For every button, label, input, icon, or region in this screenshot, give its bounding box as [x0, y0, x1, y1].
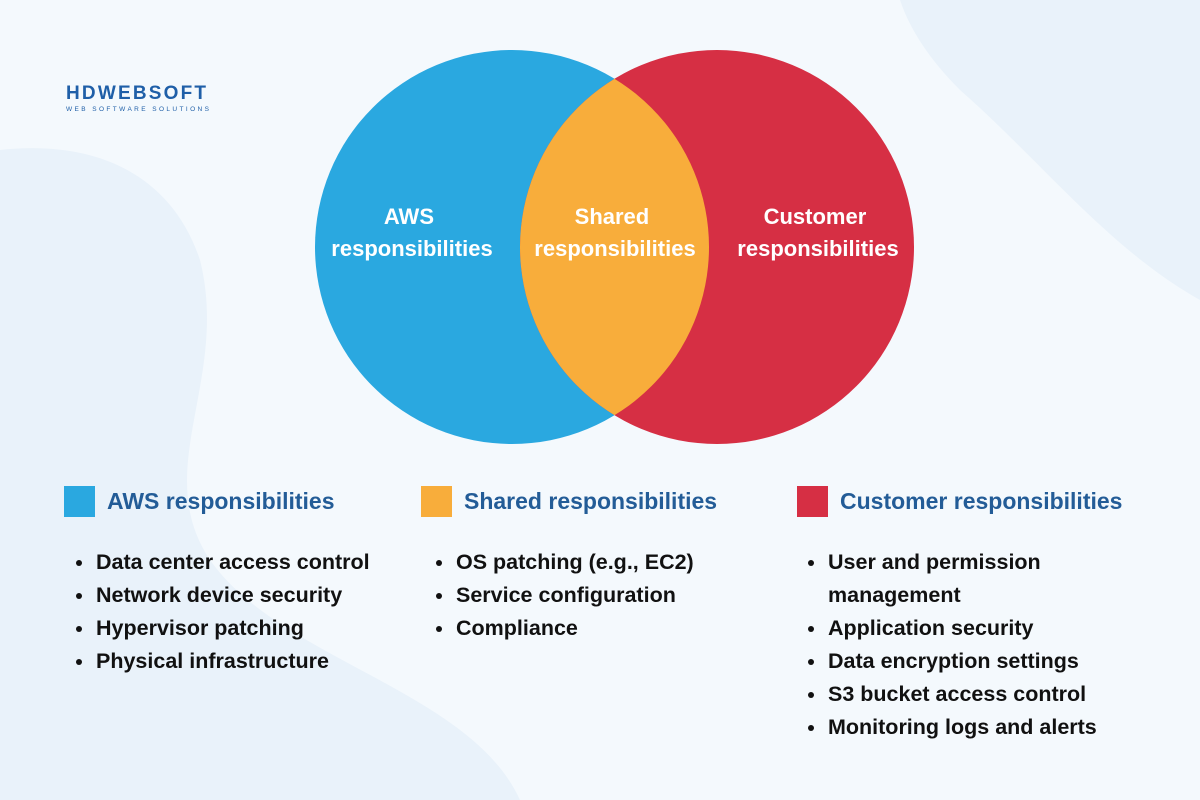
logo-tagline: WEB SOFTWARE SOLUTIONS [66, 106, 212, 113]
list-item: S3 bucket access control [802, 678, 1112, 711]
customer-column-title: Customer responsibilities [840, 487, 1123, 514]
list-item: User and permission management [802, 546, 1112, 612]
logo-name: HDWEBSOFT [66, 83, 209, 104]
list-item: Service configuration [430, 579, 750, 612]
list-item: Application security [802, 612, 1112, 645]
background-blob-right [900, 0, 1200, 300]
shared-venn-label-line2: responsibilities [534, 236, 695, 261]
list-item: Data center access control [70, 546, 370, 579]
customer-venn-label-line1: Customer [764, 204, 867, 229]
shared-overlap [520, 50, 709, 444]
customer-venn-label: Customer responsibilities [737, 204, 898, 261]
aws-venn-label-line1: AWS [384, 204, 434, 229]
shared-color-swatch [421, 485, 452, 517]
list-item: Physical infrastructure [70, 645, 370, 678]
aws-venn-label: AWS responsibilities [331, 204, 492, 261]
hdwebsoft-logo: HDWEBSOFT WEB SOFTWARE SOLUTIONS [66, 84, 236, 116]
aws-responsibility-list: Data center access control Network devic… [70, 546, 370, 678]
aws-column-title: AWS responsibilities [107, 487, 335, 514]
list-item: OS patching (e.g., EC2) [430, 546, 750, 579]
list-item: Hypervisor patching [70, 612, 370, 645]
list-item: Monitoring logs and alerts [802, 711, 1112, 744]
legend-shared: Shared responsibilities [421, 484, 717, 518]
list-item: Network device security [70, 579, 370, 612]
aws-venn-label-line2: responsibilities [331, 236, 492, 261]
aws-color-swatch [64, 485, 95, 517]
customer-venn-label-line2: responsibilities [737, 236, 898, 261]
shared-column-title: Shared responsibilities [464, 487, 718, 514]
shared-venn-label: Shared responsibilities [534, 204, 695, 261]
customer-color-swatch [797, 485, 828, 517]
list-item: Data encryption settings [802, 645, 1112, 678]
shared-venn-label-line1: Shared [575, 204, 650, 229]
list-item: Compliance [430, 612, 750, 645]
legend-aws: AWS responsibilities [64, 484, 335, 518]
legend-customer: Customer responsibilities [797, 484, 1122, 518]
customer-responsibility-list: User and permission management Applicati… [802, 546, 1112, 744]
shared-responsibility-list: OS patching (e.g., EC2) Service configur… [430, 546, 750, 645]
background-blob-left [0, 148, 520, 800]
venn-diagram: AWS responsibilities Shared responsibili… [315, 50, 914, 444]
